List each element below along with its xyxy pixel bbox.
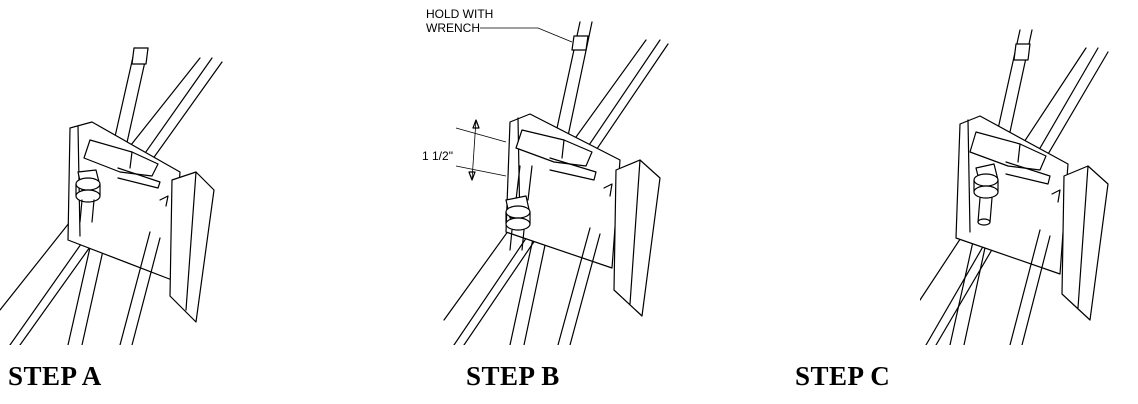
hold-with-wrench-callout-line2: WRENCH bbox=[426, 21, 480, 35]
dimension-extension-lines bbox=[455, 127, 507, 177]
step-c-label: STEP C bbox=[795, 361, 891, 391]
step-b-panel: HOLD WITH WRENCH 1 1/2 bbox=[410, 0, 680, 345]
step-b-drawing: HOLD WITH WRENCH 1 1/2 bbox=[422, 7, 669, 345]
step-a-drawing bbox=[0, 47, 223, 345]
step-a-label: STEP A bbox=[8, 361, 102, 391]
step-c-drawing bbox=[920, 29, 1109, 345]
dimension-label: 1 1/2" bbox=[422, 149, 453, 163]
step-c-panel bbox=[920, 0, 1138, 345]
step-b-label: STEP B bbox=[466, 361, 560, 391]
dimension-line bbox=[471, 119, 477, 181]
step-a-panel bbox=[0, 0, 230, 345]
callout-leader bbox=[480, 27, 573, 43]
hold-with-wrench-callout-line1: HOLD WITH bbox=[426, 7, 493, 21]
